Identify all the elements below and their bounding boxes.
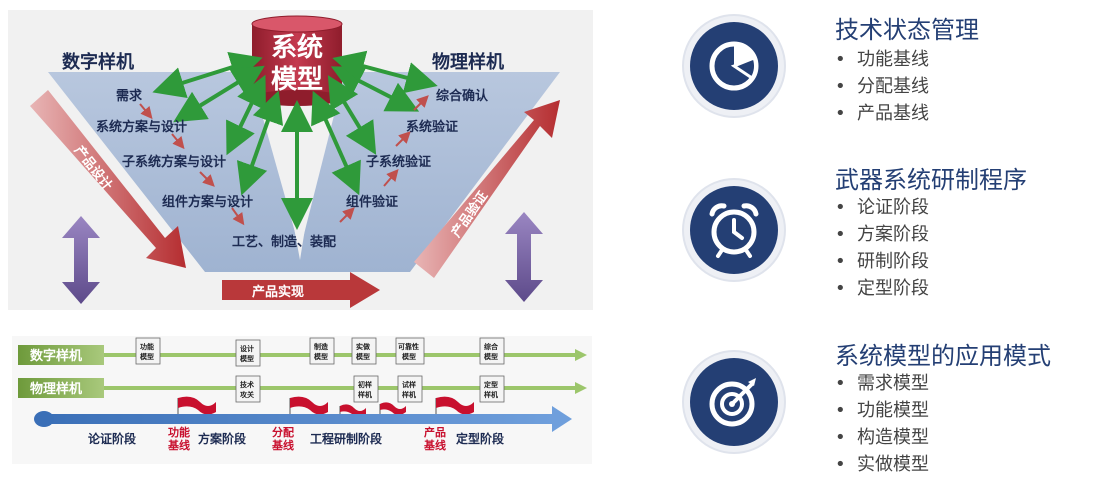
- pie-chart-icon: [690, 22, 778, 110]
- list-item: •方案阶段: [835, 224, 929, 245]
- right-step-1: 组件验证: [346, 194, 398, 210]
- phase-2: 方案阶段: [198, 431, 247, 446]
- bottom-step: 工艺、制造、装配: [232, 234, 336, 250]
- svg-text:实做: 实做: [356, 342, 371, 351]
- system-model-cylinder: 系统 模型: [251, 15, 343, 106]
- left-title: 数字样机: [62, 51, 134, 73]
- product-realization-arrow: 产品实现: [222, 272, 380, 308]
- section-title: 技术状态管理: [835, 16, 979, 44]
- svg-text:定型: 定型: [484, 380, 498, 389]
- lane-label-digital: 数字样机: [30, 348, 82, 364]
- phase-4: 定型阶段: [456, 431, 505, 446]
- center-line-2: 模型: [271, 65, 323, 95]
- section-tech-state: 技术状态管理 •功能基线 •分配基线 •产品基线: [690, 10, 1090, 150]
- svg-text:模型: 模型: [140, 352, 154, 361]
- list-item: •需求模型: [835, 373, 929, 394]
- v-model-diagram: 数字样机 物理样机 系统 模型 需求 系统方案与设计 子系统方案与设计 组件方案…: [8, 10, 593, 452]
- svg-text:样机: 样机: [358, 390, 372, 399]
- svg-text:模型: 模型: [402, 352, 416, 361]
- list-item: •分配基线: [835, 76, 929, 97]
- svg-text:制造: 制造: [314, 342, 329, 351]
- list-item: •构造模型: [835, 427, 929, 448]
- section-list: •功能基线 •分配基线 •产品基线: [835, 46, 929, 127]
- doc-as-built-model: 实做模型: [351, 337, 377, 365]
- svg-text:样机: 样机: [402, 390, 416, 399]
- alarm-clock-icon: [690, 186, 778, 274]
- list-item: •论证阶段: [835, 197, 929, 218]
- center-line-1: 系统: [271, 32, 323, 63]
- svg-text:可靠性: 可靠性: [398, 342, 419, 351]
- list-item: •功能基线: [835, 49, 929, 70]
- baseline-flags: [177, 396, 474, 417]
- section-title: 武器系统研制程序: [835, 166, 1027, 194]
- baseline-2-line2: 基线: [271, 438, 294, 452]
- section-title: 系统模型的应用模式: [835, 342, 1051, 370]
- baseline-1-line2: 基线: [167, 438, 190, 452]
- section-dev-procedure: 武器系统研制程序 •论证阶段 •方案阶段 •研制阶段 •定型阶段: [690, 160, 1090, 310]
- lane-label-physical: 物理样机: [30, 381, 82, 397]
- list-item: •定型阶段: [835, 278, 929, 299]
- svg-text:模型: 模型: [314, 352, 328, 361]
- lane-digital: 数字样机: [18, 345, 587, 365]
- list-item: •产品基线: [835, 103, 929, 124]
- baseline-3-line1: 产品: [424, 425, 446, 439]
- svg-text:设计: 设计: [240, 344, 254, 353]
- right-step-4: 综合确认: [436, 88, 489, 104]
- left-double-arrow: [62, 216, 100, 304]
- right-step-2: 子系统验证: [366, 154, 431, 170]
- left-step-4: 组件方案与设计: [162, 194, 253, 210]
- svg-text:产品实现: 产品实现: [252, 284, 304, 300]
- svg-text:功能: 功能: [140, 342, 154, 351]
- list-item: •研制阶段: [835, 251, 929, 272]
- svg-text:样机: 样机: [484, 390, 498, 399]
- svg-text:模型: 模型: [356, 352, 370, 361]
- phase-3: 工程研制阶段: [310, 431, 383, 446]
- green-arrows: [152, 50, 438, 230]
- svg-text:攻关: 攻关: [240, 390, 254, 399]
- svg-text:初样: 初样: [358, 380, 372, 389]
- phase-bar: [34, 406, 572, 432]
- svg-text:技术: 技术: [240, 380, 254, 389]
- section-application-modes: 系统模型的应用模式 •需求模型 •功能模型 •构造模型 •实做模型: [690, 336, 1090, 476]
- target-icon: [690, 358, 778, 446]
- right-step-3: 系统验证: [406, 119, 458, 135]
- step-arrows: [139, 95, 429, 226]
- baseline-3-line2: 基线: [423, 438, 446, 452]
- svg-text:试样: 试样: [402, 380, 416, 389]
- list-item: •实做模型: [835, 454, 929, 475]
- left-step-1: 需求: [116, 88, 143, 104]
- left-step-2: 系统方案与设计: [96, 119, 187, 135]
- right-double-arrow: [505, 212, 543, 302]
- svg-text:综合: 综合: [484, 342, 499, 351]
- section-list: •论证阶段 •方案阶段 •研制阶段 •定型阶段: [835, 194, 929, 302]
- list-item: •功能模型: [835, 400, 929, 421]
- phase-1: 论证阶段: [88, 431, 137, 446]
- left-step-3: 子系统方案与设计: [122, 154, 226, 170]
- svg-text:模型: 模型: [484, 352, 498, 361]
- section-list: •需求模型 •功能模型 •构造模型 •实做模型: [835, 370, 929, 478]
- baseline-2-line1: 分配: [272, 425, 294, 439]
- baseline-1-line1: 功能: [168, 425, 190, 439]
- right-title: 物理样机: [432, 51, 504, 73]
- doc-functional-model: 功能模型: [135, 337, 161, 365]
- svg-text:模型: 模型: [240, 354, 254, 363]
